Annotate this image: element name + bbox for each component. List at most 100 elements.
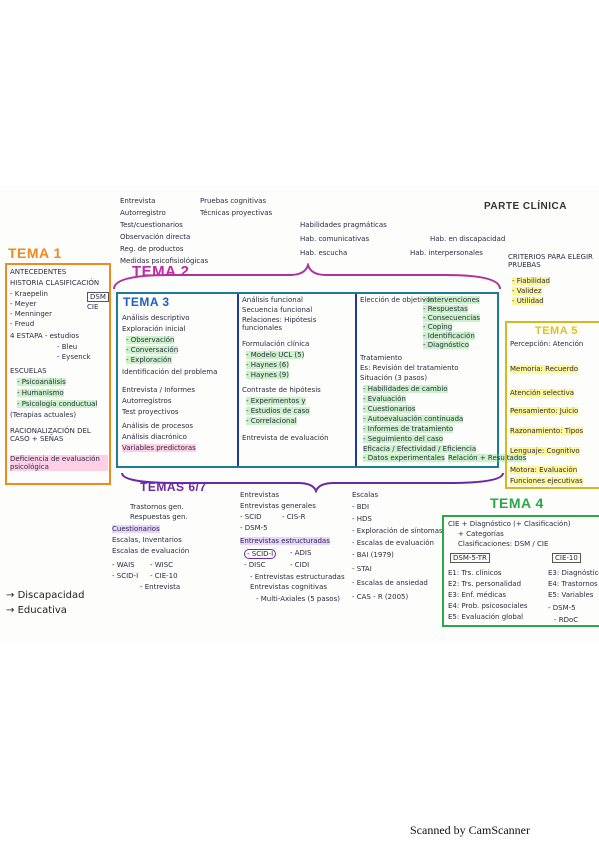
tema4-line: E5: Evaluación global (448, 613, 524, 621)
temas67-line: Cuestionarios (112, 525, 160, 534)
temas67-col2: - SCID-I (244, 549, 277, 560)
tema4-line: CIE-10 (552, 553, 581, 564)
header-item: Observación directa (120, 233, 191, 241)
tema1-line: - Menninger (10, 310, 52, 318)
tema1-line: HISTORIA CLASIFICACIÓN (10, 279, 100, 287)
temas67-line: - SCID-I (112, 572, 139, 580)
temas67-col2: - DISC (244, 561, 266, 569)
discapacidad-label: → Discapacidad (6, 590, 85, 601)
camscanner-watermark: Scanned by CamScanner (410, 823, 530, 837)
temas67-col2: - DSM-5 (240, 524, 268, 532)
tema3-title: TEMA 3 (123, 295, 170, 309)
tema1-line: - Psicología conductual (17, 400, 98, 409)
temas67-line: - WAIS (112, 561, 135, 569)
col2-line: Entrevista de evaluación (242, 434, 329, 442)
criterio-item: - Validez (512, 287, 542, 296)
temas67-line: Escalas, Inventarios (112, 536, 182, 544)
tema5-line: Pensamiento: Juicio (510, 407, 579, 416)
tema4-line: DSM-5-TR (450, 553, 490, 564)
col3-line: Eficacia / Efectividad / Eficiencia (363, 445, 477, 454)
temas67-col3: - Escalas de evaluación (352, 539, 434, 547)
tema4-title: TEMA 4 (490, 495, 544, 511)
tema5-line: Motora: Evaluación (510, 466, 578, 475)
col2-line: - Estudios de caso (246, 407, 310, 416)
col3-line: - Cuestionarios (363, 405, 416, 414)
temas67-col2: - SCID (240, 513, 262, 521)
tema3-line: Exploración inicial (122, 325, 186, 333)
criterio-item: - Utilidad (512, 297, 544, 306)
tema4-line: + Categorías (458, 530, 504, 538)
tema1-line: ANTECEDENTES (10, 268, 67, 276)
col3-line: Tratamiento (360, 354, 402, 362)
tema3-line: Análisis de procesos (122, 422, 194, 430)
tema4-line: E5: Variables (548, 591, 594, 599)
col2-line: - Correlacional (246, 417, 297, 426)
col2-line: Análisis funcional (242, 296, 303, 304)
temas67-col2: - Entrevistas estructuradas (250, 573, 345, 581)
temas67-col2: Entrevistas estructuradas (240, 537, 330, 546)
tema1-line: ESCUELAS (10, 367, 47, 375)
tema1-line: - Psicoanálisis (17, 378, 66, 387)
col3-line: - Identificación (423, 332, 475, 341)
tema1-box: ANTECEDENTES HISTORIA CLASIFICACIÓN - Kr… (5, 263, 111, 485)
header-item: Entrevista (120, 197, 156, 205)
temas67-line: Trastornos gen. (130, 503, 184, 511)
tema1-line: - Eysenck (57, 353, 91, 361)
criterio-item: - Fiabilidad (512, 277, 550, 286)
temas67-col3: - Exploración de síntomas (352, 527, 443, 535)
tema4-line: E3: Diagnóstico (548, 569, 599, 577)
tema3-box: TEMA 3 Análisis descriptivo Exploración … (116, 292, 527, 468)
temas67-col2: Entrevistas (240, 491, 280, 499)
tema3-line: Variables predictoras (122, 444, 196, 453)
temas67-col3: - STAI (352, 565, 372, 573)
temas67-bracket (121, 472, 504, 493)
header-right-item: Hab. interpersonales (410, 249, 483, 257)
col2-line: - Haynes (9) (246, 371, 289, 380)
col3-line: Situación (3 pasos) (360, 374, 428, 382)
tema3-line: Entrevista / Informes (122, 386, 195, 394)
col2-line: Relaciones: Hipótesis funcionales (242, 316, 317, 333)
tema3-line: Análisis descriptivo (122, 314, 190, 322)
header-item: Técnicas proyectivas (200, 209, 273, 217)
temas67-line: - CIE-10 (150, 572, 178, 580)
temas67-line: Respuestas gen. (130, 513, 188, 521)
tema5-line: Percepción: Atención (510, 340, 584, 348)
header-right-item: Hab. escucha (300, 249, 348, 257)
tema5-line: Razonamiento: Tipos (510, 427, 584, 436)
tema1-line: - Kraepelin (10, 290, 48, 298)
header-right-item: Habilidades pragmáticas (300, 221, 387, 229)
header-item: Autorregistro (120, 209, 166, 217)
tema3-line: - Observación (126, 336, 175, 345)
col2-line: - Haynes (6) (246, 361, 289, 370)
tema1-line: RACIONALIZACIÓN DEL CASO + SEÑAS (10, 427, 91, 444)
col3-line: Es: Revisión del tratamiento (360, 364, 459, 372)
temas67-col2: Entrevistas cognitivas (250, 583, 327, 591)
header-item: Test/cuestionarios (120, 221, 183, 229)
tema4-line: Clasificaciones: DSM / CIE (458, 540, 549, 548)
temas67-line: - Entrevista (140, 583, 181, 591)
tema4-line: E2: Trs. personalidad (448, 580, 522, 588)
tema1-line: - Humanismo (17, 389, 64, 398)
temas67-col3: - BDI (352, 503, 370, 511)
tema3-line: Autorregistros (122, 397, 172, 405)
col3-line: - Habilidades de cambio (363, 385, 448, 394)
col3-line: Relación + Resultados (448, 454, 527, 463)
temas67-col3: Escalas (352, 491, 379, 499)
col2-line: - Experimentos y (246, 397, 306, 406)
col3-line: - Autoevaluación continuada (363, 415, 464, 424)
tema4-line: CIE + Diagnóstico (+ Clasificación) (448, 520, 571, 528)
educativa-text: Educativa (17, 605, 67, 616)
tema3-line: - Conversación (126, 346, 179, 355)
discapacidad-text: Discapacidad (17, 590, 85, 601)
temas67-col2: - CIS-R (282, 513, 306, 521)
header-right-item: Hab. comunicativas (300, 235, 370, 243)
tema1-line: 4 ESTAPA - estudios (10, 332, 80, 340)
tema4-line: E3: Enf. médicas (448, 591, 507, 599)
col2-line: Contraste de hipótesis (242, 386, 321, 394)
header-right-item: Hab. en discapacidad (430, 235, 506, 243)
temas67-col2: - CIDI (290, 561, 310, 569)
dsm-label: DSM (87, 292, 109, 303)
temas67-line: Escalas de evaluación (112, 547, 190, 555)
tema4-box: CIE + Diagnóstico (+ Clasificación) + Ca… (442, 515, 599, 627)
tema1-line: - Meyer (10, 300, 37, 308)
